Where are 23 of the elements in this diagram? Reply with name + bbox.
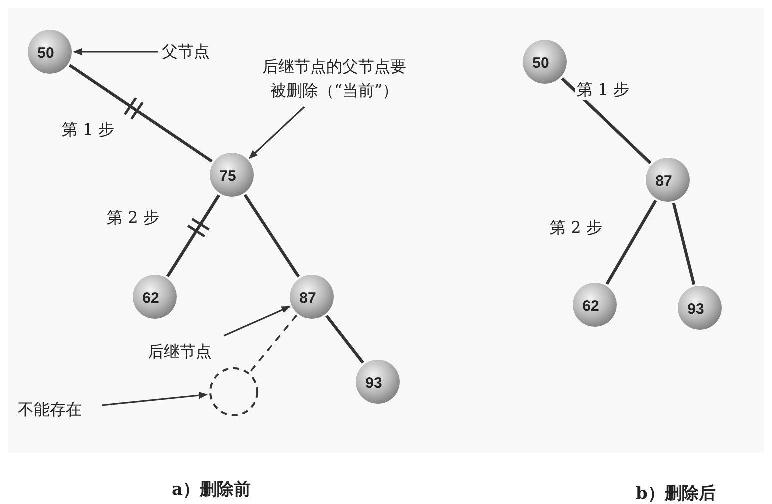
- subfigure-caption: b）删除后: [636, 483, 716, 504]
- edge-label: 第 2 步: [548, 218, 604, 238]
- dashed-connector: [250, 314, 298, 372]
- tree-edge: [69, 64, 213, 163]
- annotation-text: 后继节点的父节点要被删除（“当前”）: [262, 55, 407, 103]
- tree-edge: [326, 315, 364, 364]
- arrow: [73, 48, 158, 56]
- tree-edge: [672, 202, 696, 286]
- tree-edge: [561, 78, 652, 164]
- annotation-text: 父节点: [162, 40, 232, 64]
- tree-edge: [244, 194, 300, 278]
- arrow: [224, 306, 291, 337]
- subfigure-caption: a）删除前: [172, 479, 252, 501]
- tree-edge: [166, 194, 220, 278]
- edge-label: 第 2 步: [105, 208, 162, 228]
- arrow: [102, 392, 208, 406]
- edge-label: 第 1 步: [60, 120, 116, 140]
- dashed-empty-node: [209, 367, 259, 417]
- arrow: [248, 106, 306, 160]
- tree-edge: [606, 200, 658, 286]
- annotation-text: 不能存在: [18, 398, 98, 422]
- edge-label: 第 1 步: [575, 80, 632, 100]
- annotation-text: 后继节点: [148, 340, 228, 364]
